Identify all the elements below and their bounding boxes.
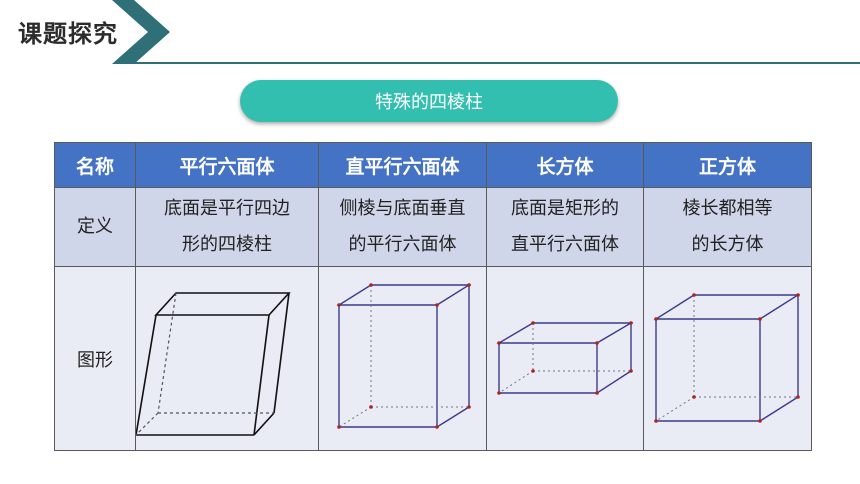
vertex-dot: [531, 369, 535, 373]
edge: [273, 292, 290, 414]
vertex-dot: [629, 369, 633, 373]
vertex-dot: [654, 419, 658, 423]
hidden-edge: [655, 396, 695, 422]
section-pill-label: 特殊的四棱柱: [375, 92, 483, 113]
top-face-edge: [154, 292, 291, 316]
top-face-edge: [496, 322, 634, 344]
parallelepiped-figure: [136, 292, 291, 436]
vertex-dot: [337, 303, 341, 307]
table-header-row: 名称 平行六面体 直平行六面体 长方体 正方体: [54, 142, 812, 188]
definition-line: 的平行六面体: [348, 234, 457, 255]
figure-cell-cube: [643, 266, 812, 451]
edge: [253, 412, 275, 436]
vertex-dot: [467, 283, 471, 287]
figure-row: 图形: [54, 266, 812, 451]
vertex-dot: [692, 293, 696, 297]
cuboid-figure: [496, 321, 634, 395]
definition-line: 侧棱与底面垂直: [339, 198, 466, 219]
header-underline: [0, 62, 860, 64]
edge: [759, 396, 799, 422]
header-parallelepiped: 平行六面体: [135, 142, 319, 188]
vertex-dot: [796, 293, 800, 297]
header-right-parallelepiped: 直平行六面体: [318, 142, 487, 188]
figure-label: 图形: [54, 266, 136, 451]
vertex-dot: [531, 321, 535, 325]
vertex-dot: [337, 425, 341, 429]
edge: [253, 314, 270, 436]
definition-line: 直平行六面体: [511, 234, 619, 255]
vertex-dot: [497, 391, 501, 395]
edge: [436, 406, 470, 428]
top-face-edge: [336, 284, 472, 306]
page-title: 课题探究: [18, 20, 118, 48]
hidden-edge: [136, 412, 159, 436]
vertex-dot: [796, 395, 800, 399]
section-pill: 特殊的四棱柱: [240, 80, 618, 122]
figure-cell-parallelepiped: [135, 266, 319, 451]
figure-cell-right-parallelepiped: [318, 266, 487, 451]
vertex-dot: [467, 405, 471, 409]
edge: [596, 370, 632, 394]
definition-line: 棱长都相等: [682, 198, 773, 219]
vertex-dot: [758, 419, 762, 423]
definition-line: 底面是矩形的: [511, 198, 619, 219]
definition-line: 的长方体: [691, 234, 764, 255]
right-parallelepiped-figure: [336, 283, 472, 429]
definition-cell: 底面是平行四边 形的四棱柱: [135, 187, 319, 267]
definition-line: 底面是平行四边: [164, 198, 290, 219]
header-cuboid: 长方体: [486, 142, 644, 188]
prism-table: 名称 平行六面体 直平行六面体 长方体 正方体 定义 底面是平行四边 形的四棱柱…: [54, 142, 812, 451]
vertex-dot: [629, 321, 633, 325]
top-face-edge: [653, 294, 801, 320]
definition-row: 定义 底面是平行四边 形的四棱柱 侧棱与底面垂直 的平行六面体 底面是矩形的 直…: [54, 187, 812, 267]
vertex-dot: [435, 303, 439, 307]
vertex-dot: [497, 341, 501, 345]
vertex-dot: [435, 425, 439, 429]
cube-figure: [653, 293, 801, 423]
hidden-edge: [498, 370, 534, 394]
vertex-dot: [654, 317, 658, 321]
definition-line: 形的四棱柱: [182, 234, 272, 255]
vertex-dot: [369, 405, 373, 409]
header-name: 名称: [54, 142, 136, 188]
definition-cell: 侧棱与底面垂直 的平行六面体: [318, 187, 487, 267]
vertex-dot: [758, 317, 762, 321]
definition-label: 定义: [54, 187, 136, 267]
definition-cell: 底面是矩形的 直平行六面体: [486, 187, 644, 267]
definition-cell: 棱长都相等 的长方体: [643, 187, 812, 267]
vertex-dot: [692, 395, 696, 399]
vertex-dot: [595, 341, 599, 345]
chevron-arrow-icon: [112, 0, 170, 64]
header-cube: 正方体: [643, 142, 812, 188]
page-header: 课题探究: [0, 0, 860, 66]
hidden-edge: [338, 406, 372, 428]
title-tab: [0, 0, 130, 64]
edge: [136, 314, 157, 436]
figure-cell-cuboid: [486, 266, 644, 451]
vertex-dot: [369, 283, 373, 287]
vertex-dot: [595, 391, 599, 395]
hidden-edge: [157, 292, 177, 414]
